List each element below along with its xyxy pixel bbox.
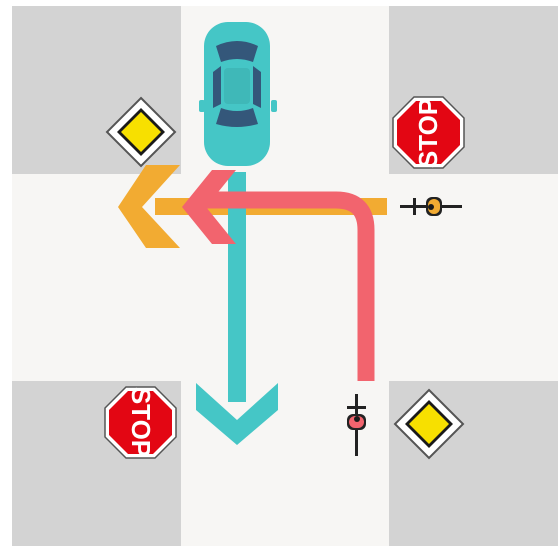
stop-sign-top-right-text: STOP (413, 98, 443, 168)
stop-sign-top-right: STOP (392, 96, 465, 169)
stop-sign-bottom-left: STOP (104, 386, 177, 459)
bicycle-rider-red-icon (347, 394, 366, 456)
arrow-car-straight (196, 172, 278, 445)
arrow-cyclist-bottom-left-turn (182, 170, 375, 381)
car-icon (199, 22, 277, 166)
priority-road-sign-bottom-right (393, 388, 465, 460)
bicycle-rider-orange-icon (400, 197, 462, 216)
stop-sign-bottom-left-text: STOP (126, 387, 156, 457)
priority-road-sign-top-left (105, 96, 177, 168)
